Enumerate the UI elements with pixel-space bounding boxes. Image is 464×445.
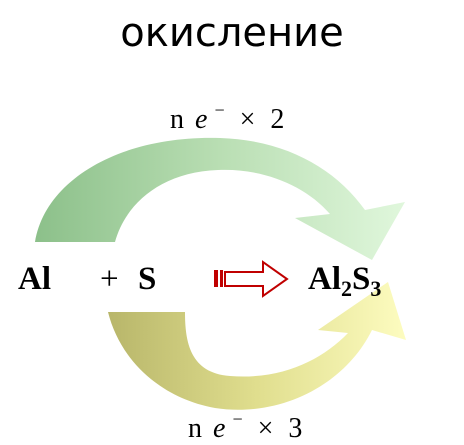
reaction-arrow-icon — [214, 260, 289, 298]
bottom-curved-arrow — [108, 282, 406, 410]
top-electron-label: n e − × 2 — [170, 92, 284, 135]
product-formula: Al2S3 — [308, 261, 381, 301]
diagram-title: окисление — [120, 10, 344, 56]
reactant-al: Al — [18, 261, 51, 297]
top-curved-arrow — [35, 137, 405, 260]
reactant-s: S — [138, 261, 156, 297]
bottom-electron-label: n e − × 3 — [188, 401, 302, 444]
plus-sign: + — [100, 261, 119, 297]
